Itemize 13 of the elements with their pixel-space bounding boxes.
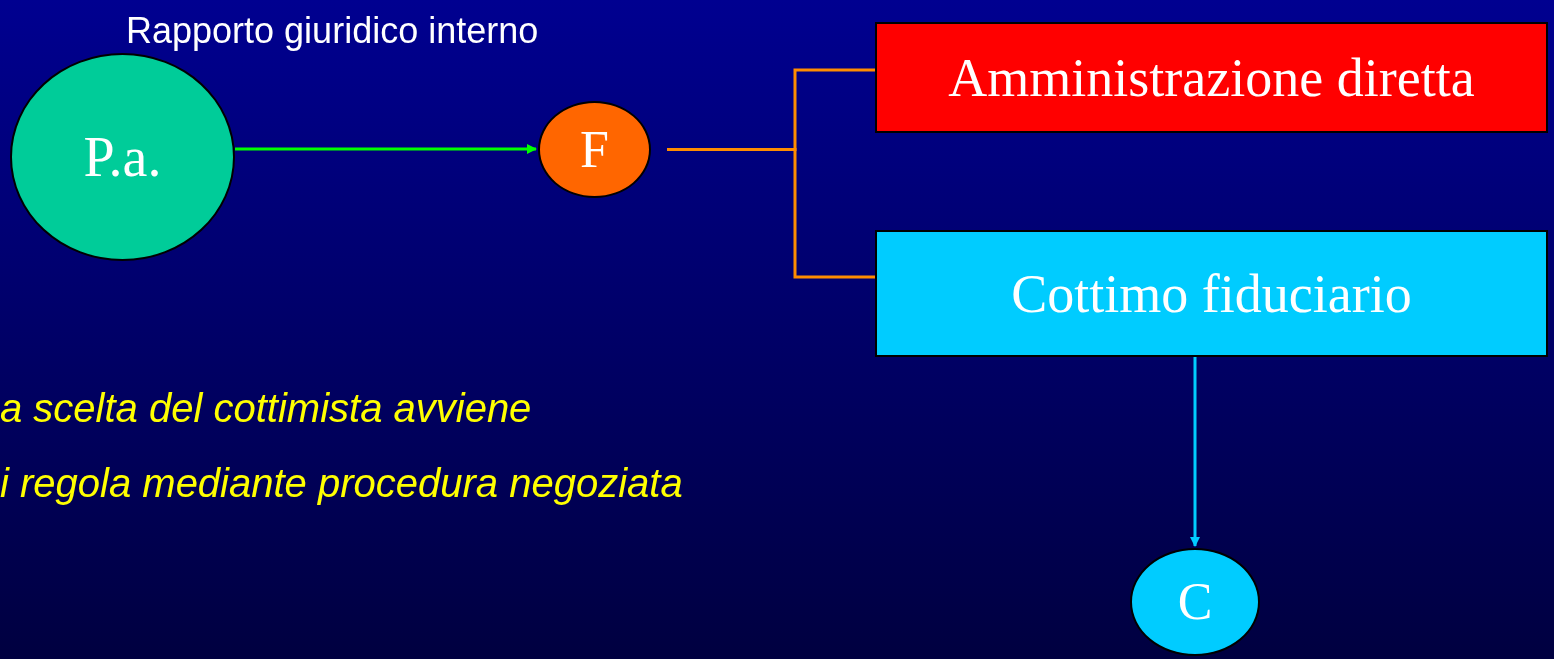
- note-text: i regola mediante procedura negoziata: [0, 460, 683, 507]
- node-label: C: [1177, 576, 1213, 628]
- node-label: Cottimo fiduciario: [1011, 266, 1412, 321]
- arrow: [235, 144, 537, 154]
- node-label: P.a.: [83, 129, 162, 185]
- arrow: [1190, 357, 1200, 547]
- node-label: F: [580, 123, 609, 176]
- node-label: Amministrazione diretta: [948, 50, 1475, 105]
- note-text: a scelta del cottimista avviene: [0, 385, 532, 432]
- relation-label: Rapporto giuridico interno: [126, 9, 539, 53]
- process-box: [875, 230, 1548, 357]
- connector-line: [667, 148, 875, 279]
- process-box: [875, 22, 1548, 133]
